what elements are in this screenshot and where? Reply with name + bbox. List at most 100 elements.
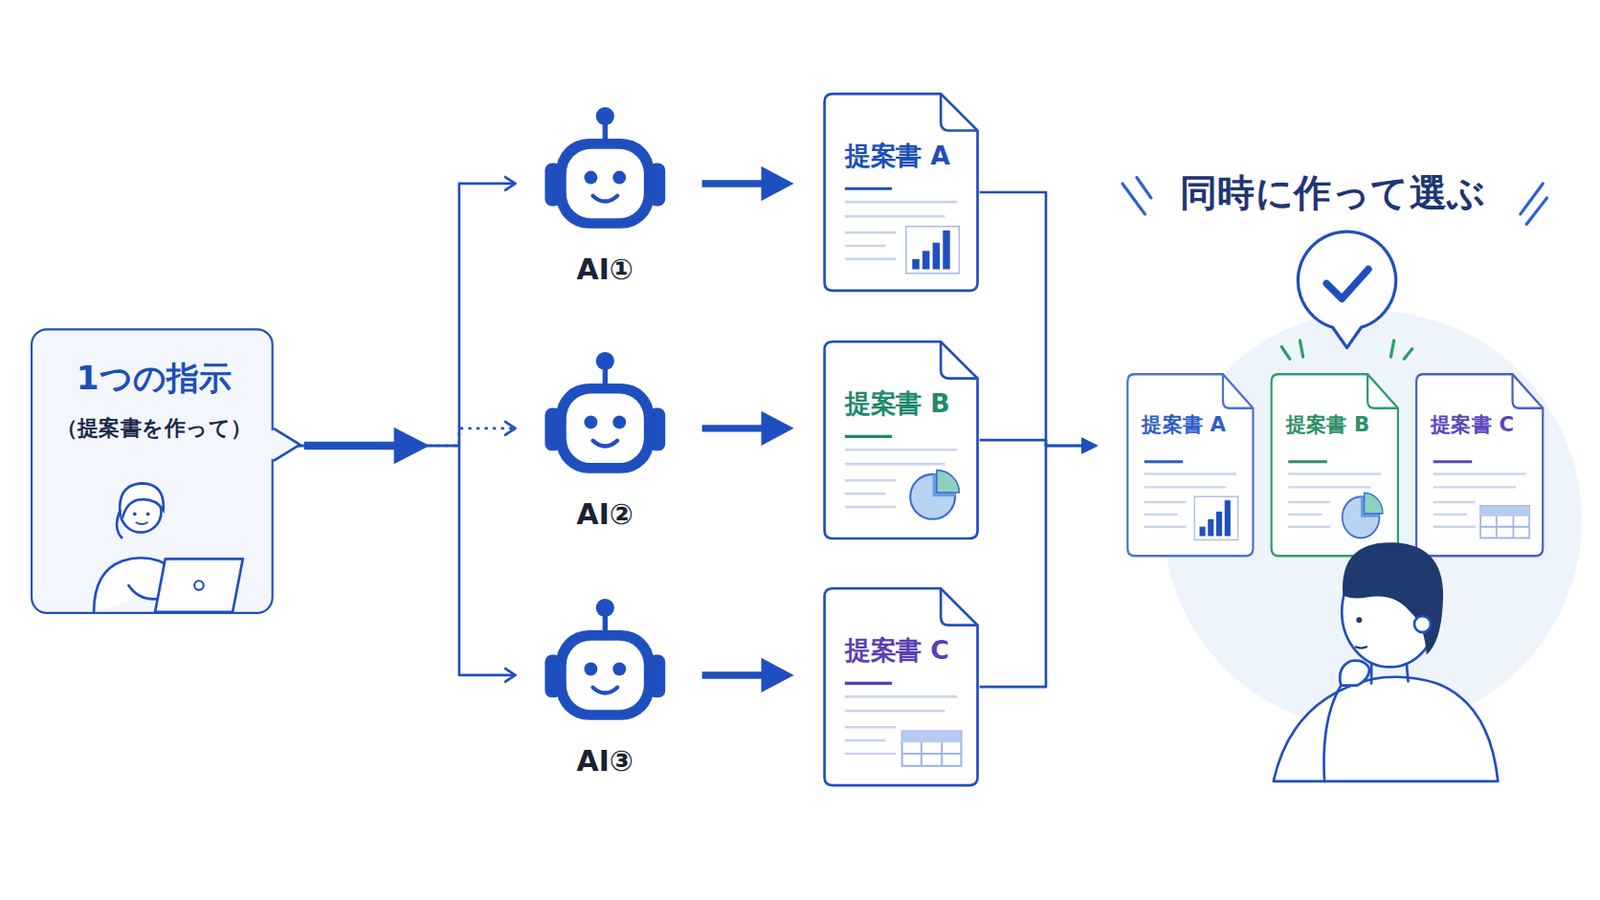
bubble-art-circle	[132, 511, 136, 516]
person-illustration-path	[1297, 231, 1396, 348]
bubble-art-path	[119, 483, 164, 518]
document-art-g-path	[1144, 525, 1187, 528]
background-art-circle	[1163, 311, 1582, 730]
agent-label: AI①	[514, 252, 695, 288]
robot-icon-circle	[596, 352, 615, 371]
instruction-bubble: 1つの指示（提案書を作って）	[30, 328, 274, 615]
robot-icon-circle	[596, 599, 615, 618]
document-art	[1271, 374, 1399, 556]
document-art-g-path	[844, 492, 887, 496]
person-illustration-path	[1323, 679, 1345, 782]
document-art-g-path	[844, 215, 946, 219]
document-art-g-path	[1288, 525, 1331, 528]
connector-arrow	[273, 445, 516, 676]
ai-agent: AI③	[514, 596, 702, 780]
document-art-g-rect	[1216, 511, 1223, 537]
document-art-g-path	[936, 470, 959, 493]
card-title: 提案書 C	[1430, 412, 1541, 438]
document-title: 提案書 A	[844, 140, 976, 172]
proposal-card: 提案書 B	[1271, 374, 1399, 556]
robot-icon-path	[593, 441, 619, 447]
document-art-g-path	[1288, 460, 1328, 464]
connector-arrow	[702, 179, 795, 187]
document-art-g-path	[1127, 374, 1253, 556]
robot-icon	[514, 349, 702, 483]
bubble-art-circle	[145, 511, 150, 516]
document-art-g-path	[940, 93, 978, 131]
document-art-g-path	[1288, 501, 1331, 504]
document-art-g-path	[1480, 516, 1530, 539]
document-art-g-path	[1144, 460, 1183, 464]
document-art-g-rect	[1194, 496, 1238, 540]
document-title: 提案書 B	[844, 388, 976, 420]
robot-icon	[514, 596, 702, 730]
document-art-g-path	[1367, 374, 1399, 408]
connector-arrow	[273, 183, 516, 446]
document-art-g-path	[1433, 501, 1476, 504]
document-title: 提案書 C	[844, 635, 976, 667]
background-art-path	[1520, 183, 1548, 225]
robot-icon-rect	[555, 383, 654, 474]
background-art-path	[1122, 177, 1152, 215]
robot-icon-path	[602, 616, 608, 633]
document-art-g-rect	[1199, 527, 1205, 537]
diagram-stage: 1つの指示（提案書を作って） AI① AI② AI③ 提案書 A 提案書 B 提案書 C 同時…	[0, 0, 1600, 845]
ai-agent: AI①	[514, 104, 702, 289]
flow-arrow-path	[304, 442, 400, 451]
document-art-g	[824, 341, 978, 539]
robot-icon-path	[593, 196, 619, 202]
document-art-g-path	[1416, 374, 1543, 556]
document-art-g-path	[1433, 460, 1473, 464]
document-art-g	[1127, 374, 1253, 556]
connector-arrow	[979, 192, 1099, 446]
document-art-g-path	[824, 93, 978, 291]
document-art-g-path	[844, 231, 896, 235]
document-art-g-path	[1512, 374, 1544, 408]
selection-area: 同時に作って選ぶ提案書 A提案書 B提案書 C	[1097, 163, 1588, 786]
document-art-g-path	[1271, 374, 1399, 556]
proposal-document: 提案書 A	[794, 93, 980, 291]
proposal-document: 提案書 C	[794, 588, 980, 786]
connector-arrow	[702, 424, 795, 432]
document-art-g-rect	[1480, 506, 1530, 517]
bubble-art-path	[269, 429, 274, 459]
card-title: 提案書 B	[1286, 412, 1397, 438]
person-illustration-circle	[1414, 616, 1431, 633]
document-art-g-rect	[922, 250, 930, 269]
document-art-g-path	[844, 258, 896, 262]
connector-arrow	[979, 445, 1099, 688]
document-art	[1416, 374, 1543, 556]
document-art-g-rect	[942, 230, 950, 270]
robot-icon-rect	[555, 138, 654, 229]
document-art-g-rect	[1207, 519, 1214, 537]
instruction-title: 1つの指示	[32, 358, 276, 399]
document-art-g-rect	[1224, 500, 1231, 536]
ai-agent: AI②	[514, 349, 702, 534]
document-art-g-path	[1144, 513, 1178, 516]
section-heading: 同時に作って選ぶ	[1097, 171, 1568, 217]
robot-icon-circle	[612, 171, 626, 185]
agent-label: AI②	[514, 497, 695, 533]
document-art-g-path	[940, 588, 978, 625]
document-art-g-path	[1144, 472, 1237, 475]
document-art-g-path	[1433, 486, 1516, 489]
document-art-g-path	[844, 244, 887, 248]
document-art-g-rect	[911, 259, 919, 270]
robot-icon-rect	[566, 641, 645, 712]
document-art-g-path	[844, 435, 892, 439]
robot-icon-circle	[612, 663, 626, 677]
flow-arrow-path	[394, 427, 430, 465]
robot-icon-rect	[555, 630, 654, 721]
robot-icon-rect	[566, 149, 645, 220]
document-art-g-path	[844, 710, 946, 713]
robot-icon-circle	[583, 171, 598, 185]
document-art-g-path	[1433, 525, 1476, 528]
document-art-g-rect	[1480, 506, 1530, 538]
document-art-g	[824, 588, 978, 786]
document-art-g-path	[1144, 486, 1227, 489]
document-art-g-path	[844, 695, 957, 699]
document-art-g	[824, 93, 978, 291]
document-art-g-path	[844, 479, 896, 483]
person-illustration-path	[1342, 542, 1444, 655]
document-art	[794, 341, 980, 539]
